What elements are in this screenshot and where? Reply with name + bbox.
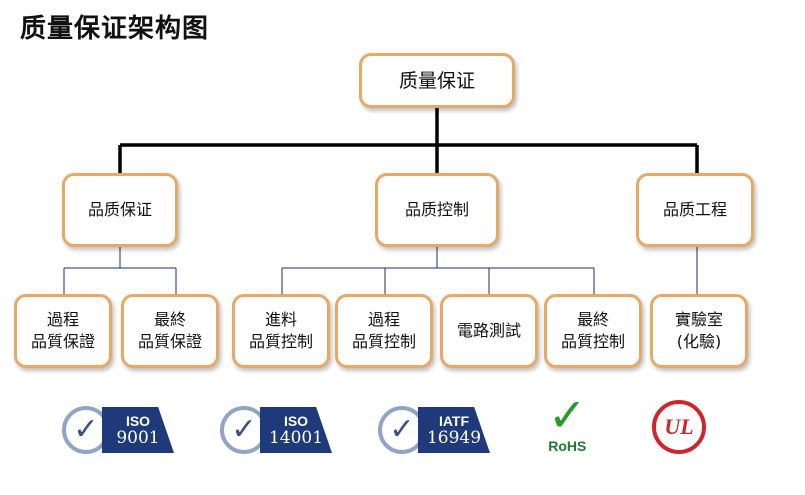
iso-14001-badge: ✓ ISO 14001: [220, 395, 332, 465]
ul-mark-icon: UL: [652, 400, 706, 454]
cert-top-label: ISO: [125, 413, 151, 429]
iatf-16949-badge: ✓ IATF 16949: [378, 395, 490, 465]
leaf-label: 進料 品質控制: [248, 310, 313, 351]
iso-9001-badge: ✓ ISO 9001: [62, 395, 174, 465]
ul-badge: UL: [652, 400, 706, 470]
cert-number: 14001: [268, 428, 324, 448]
rohs-label: RoHS: [548, 438, 587, 454]
leaf-label: 最終 品質保證: [137, 310, 202, 351]
leaf-node: 進料 品質控制: [232, 294, 330, 368]
branch-label: 品质保证: [87, 200, 152, 219]
branch-node-quality-assurance: 品质保证: [62, 173, 178, 247]
branch-node-quality-engineering: 品质工程: [636, 173, 754, 247]
branch-label: 品质工程: [662, 200, 727, 219]
root-label: 质量保证: [398, 69, 475, 92]
iso-panel: ISO 9001: [102, 407, 174, 453]
ul-label: UL: [664, 414, 694, 439]
cert-number: 16949: [426, 428, 482, 448]
leaf-node: 最終 品質保證: [121, 294, 219, 368]
leaf-label: 實驗室 (化驗): [674, 310, 723, 351]
leaf-node: 實驗室 (化驗): [650, 294, 748, 368]
leaf-label: 過程 品質保證: [30, 310, 95, 351]
page-title: 质量保证架构图: [20, 14, 210, 44]
iso-panel: IATF 16949: [418, 407, 490, 453]
branch-label: 品质控制: [404, 200, 469, 219]
leaf-label: 電路測試: [456, 321, 521, 340]
leaf-label: 最終 品質控制: [560, 310, 625, 351]
leaf-node: 過程 品質保證: [14, 294, 112, 368]
cert-number: 9001: [116, 428, 160, 448]
iso-panel: ISO 14001: [260, 407, 332, 453]
root-node: 质量保证: [359, 53, 515, 108]
leaf-node: 電路測試: [440, 294, 538, 368]
leaf-label: 過程 品質控制: [351, 310, 416, 351]
branch-node-quality-control: 品质控制: [375, 173, 499, 247]
cert-top-label: IATF: [438, 413, 470, 429]
rohs-check-icon: ✓: [548, 388, 587, 442]
leaf-node: 最終 品質控制: [544, 294, 642, 368]
leaf-node: 過程 品質控制: [335, 294, 433, 368]
cert-top-label: ISO: [283, 413, 309, 429]
rohs-badge: ✓ RoHS: [548, 392, 587, 462]
